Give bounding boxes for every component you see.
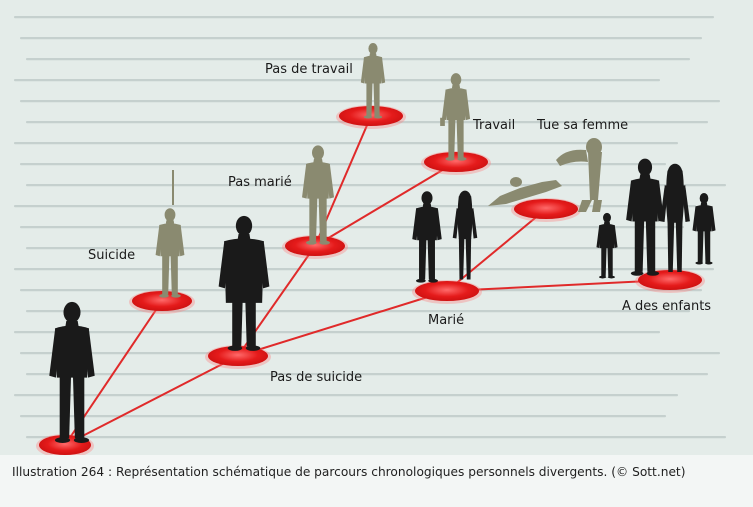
node-label-pas-de-suicide: Pas de suicide xyxy=(270,370,363,385)
hanging-man-silhouette xyxy=(155,170,185,298)
faint-text-line xyxy=(14,16,714,19)
node-label-pas-de-travail: Pas de travail xyxy=(265,62,353,77)
faint-text-line xyxy=(14,331,660,334)
branch-line-pas_de_suicide-marie xyxy=(237,290,448,357)
worker-silhouette xyxy=(440,73,471,161)
faint-text-line xyxy=(26,247,672,250)
faint-text-line xyxy=(26,436,726,439)
node-tue_sa_femme xyxy=(514,199,578,219)
faint-text-line xyxy=(20,226,684,229)
faint-text-line xyxy=(14,268,714,271)
node-travail xyxy=(424,152,488,172)
man-coat-silhouette xyxy=(218,215,270,351)
node-pas_de_suicide xyxy=(208,346,268,366)
faint-text-line xyxy=(14,79,660,82)
branch-line-marie-a_des_enfants xyxy=(446,279,671,292)
single-man-silhouette xyxy=(302,145,334,245)
node-marie xyxy=(415,281,479,301)
figure-caption: Illustration 264 : Représentation schéma… xyxy=(12,465,686,479)
faint-text-line xyxy=(20,415,666,418)
faint-text-line xyxy=(20,37,702,40)
family-silhouette xyxy=(596,158,716,279)
faint-text-line xyxy=(20,163,666,166)
node-label-a-des-enfants: A des enfants xyxy=(622,299,712,314)
branch-line-start-pas_de_suicide xyxy=(64,355,239,446)
node-pas_marie xyxy=(285,236,345,256)
node-label-pas-marie: Pas marié xyxy=(228,175,292,190)
faint-text-line xyxy=(26,58,690,61)
node-label-suicide: Suicide xyxy=(88,248,136,263)
silhouettes xyxy=(49,43,716,443)
branch-line-pas_marie-travail xyxy=(314,161,457,247)
faint-text-line xyxy=(26,373,708,376)
man-silhouette-start xyxy=(49,301,95,443)
branch-nodes xyxy=(36,105,705,458)
node-label-tue-sa-femme: Tue sa femme xyxy=(537,118,629,133)
node-label-travail: Travail xyxy=(473,118,516,133)
faint-text-line xyxy=(14,142,678,145)
branch-line-marie-tue_sa_femme xyxy=(446,208,547,292)
node-suicide xyxy=(132,291,192,311)
murder-scene-silhouette xyxy=(488,138,602,212)
faint-text-line xyxy=(26,310,690,313)
node-label-marie: Marié xyxy=(428,313,465,328)
faint-text-line xyxy=(26,184,726,187)
couple-silhouette xyxy=(412,190,478,283)
faint-page-text xyxy=(14,16,726,439)
faint-text-line xyxy=(20,352,720,355)
idle-man-silhouette xyxy=(360,43,386,119)
faint-text-line xyxy=(14,394,678,397)
faint-text-line xyxy=(20,289,702,292)
figure-caption-bar: Illustration 264 : Représentation schéma… xyxy=(0,455,753,507)
